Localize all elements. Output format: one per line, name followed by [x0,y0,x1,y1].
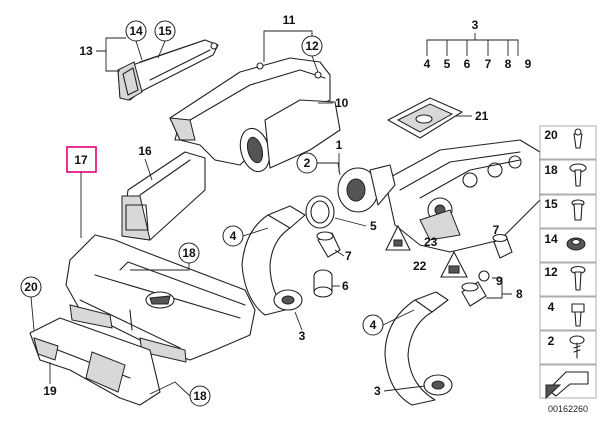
panel-20-clip [573,128,583,149]
callout-23-label: 23 [424,235,438,249]
callout-10-label: 10 [335,96,349,110]
callout-18-label-mid: 18 [182,246,196,260]
callout-3-label-bot: 3 [374,384,381,398]
panel-4-label: 4 [548,300,555,314]
panel-12-screw [570,265,586,291]
fitting-8-part [461,281,487,307]
callout-21-label: 21 [475,109,489,123]
callout-15-top: 15 [154,20,176,42]
callout-5-header-label: 5 [444,57,451,71]
panel-15-label: 15 [544,197,558,211]
callout-3-label-mid: 3 [299,329,306,343]
callout-5-main-label: 5 [370,219,377,233]
callout-22-label: 22 [413,259,427,273]
callout-7-header-label: 7 [485,57,492,71]
callout-12-top: 12 [301,35,323,57]
throttle-sensor-part [305,164,396,229]
panel-18-screw [569,163,587,187]
fitting-7-part [316,231,341,258]
callout-6-main-label: 6 [342,279,349,293]
callout-18-bot: 18 [189,385,211,407]
callout-18-mid: 18 [178,242,200,264]
callout-7-right-label: 7 [493,223,500,237]
callout-6-header-label: 6 [464,57,471,71]
callout-4-header-label: 4 [424,57,431,71]
callout-4-mid: 4 [222,225,244,247]
hose-upper-part [241,205,306,316]
panel-2-label: 2 [548,334,555,348]
callout-4-label-mid: 4 [230,229,237,243]
callout-17-highlight-box [66,146,97,173]
callout-16-label: 16 [138,144,152,158]
callout-15-label: 15 [158,24,172,38]
callout-4-bot: 4 [362,314,384,336]
air-filter-housing-part [65,234,256,363]
reference-number: 00162260 [548,404,588,414]
cover-plate-part [387,97,463,139]
panel-14-label: 14 [544,232,558,246]
callout-4-label-bot: 4 [370,318,377,332]
intake-snorkel-part [117,39,219,101]
callout-8-right-label: 8 [516,287,523,301]
callout-9-right-label: 9 [496,274,503,288]
fitting-6-part [313,269,333,298]
valve-cover-part [384,139,541,253]
panel-20-label: 20 [544,128,558,142]
callout-8-header-label: 8 [505,57,512,71]
warning-triangle-23 [385,224,411,251]
callout-14-top: 14 [125,20,147,42]
callout-3-header-label: 3 [472,18,479,32]
callout-2-label: 2 [304,156,311,170]
panel-15-bolt [571,199,585,221]
fitting-7-right-part [492,233,513,259]
callout-1-label: 1 [336,138,343,152]
panel-4-bolt [571,303,585,327]
callout-11-label: 11 [283,13,296,27]
callout-9-header-label: 9 [525,57,532,71]
callout-18-label-bot: 18 [193,389,207,403]
rubber-boot-part [121,151,206,241]
panel-2-screw [569,335,585,359]
panel-14-grommet [566,237,586,251]
warning-triangle-22 [440,250,468,278]
callout-13-label: 13 [79,44,93,58]
callout-20-label: 20 [24,280,38,294]
o-ring-9 [478,270,490,282]
callout-17-label: 17 [74,153,88,167]
hose-lower-part [384,291,453,406]
panel-18-label: 18 [544,163,558,177]
panel-12-label: 12 [544,265,558,279]
direction-arrow-icon [545,371,589,400]
upper-air-duct-part [169,57,341,173]
callout-2-top: 2 [296,152,318,174]
callout-7-main-label: 7 [345,249,352,263]
callout-12-label-top: 12 [305,39,319,53]
callout-19-label: 19 [43,384,57,398]
callout-20: 20 [20,276,42,298]
callout-14-label: 14 [129,24,143,38]
